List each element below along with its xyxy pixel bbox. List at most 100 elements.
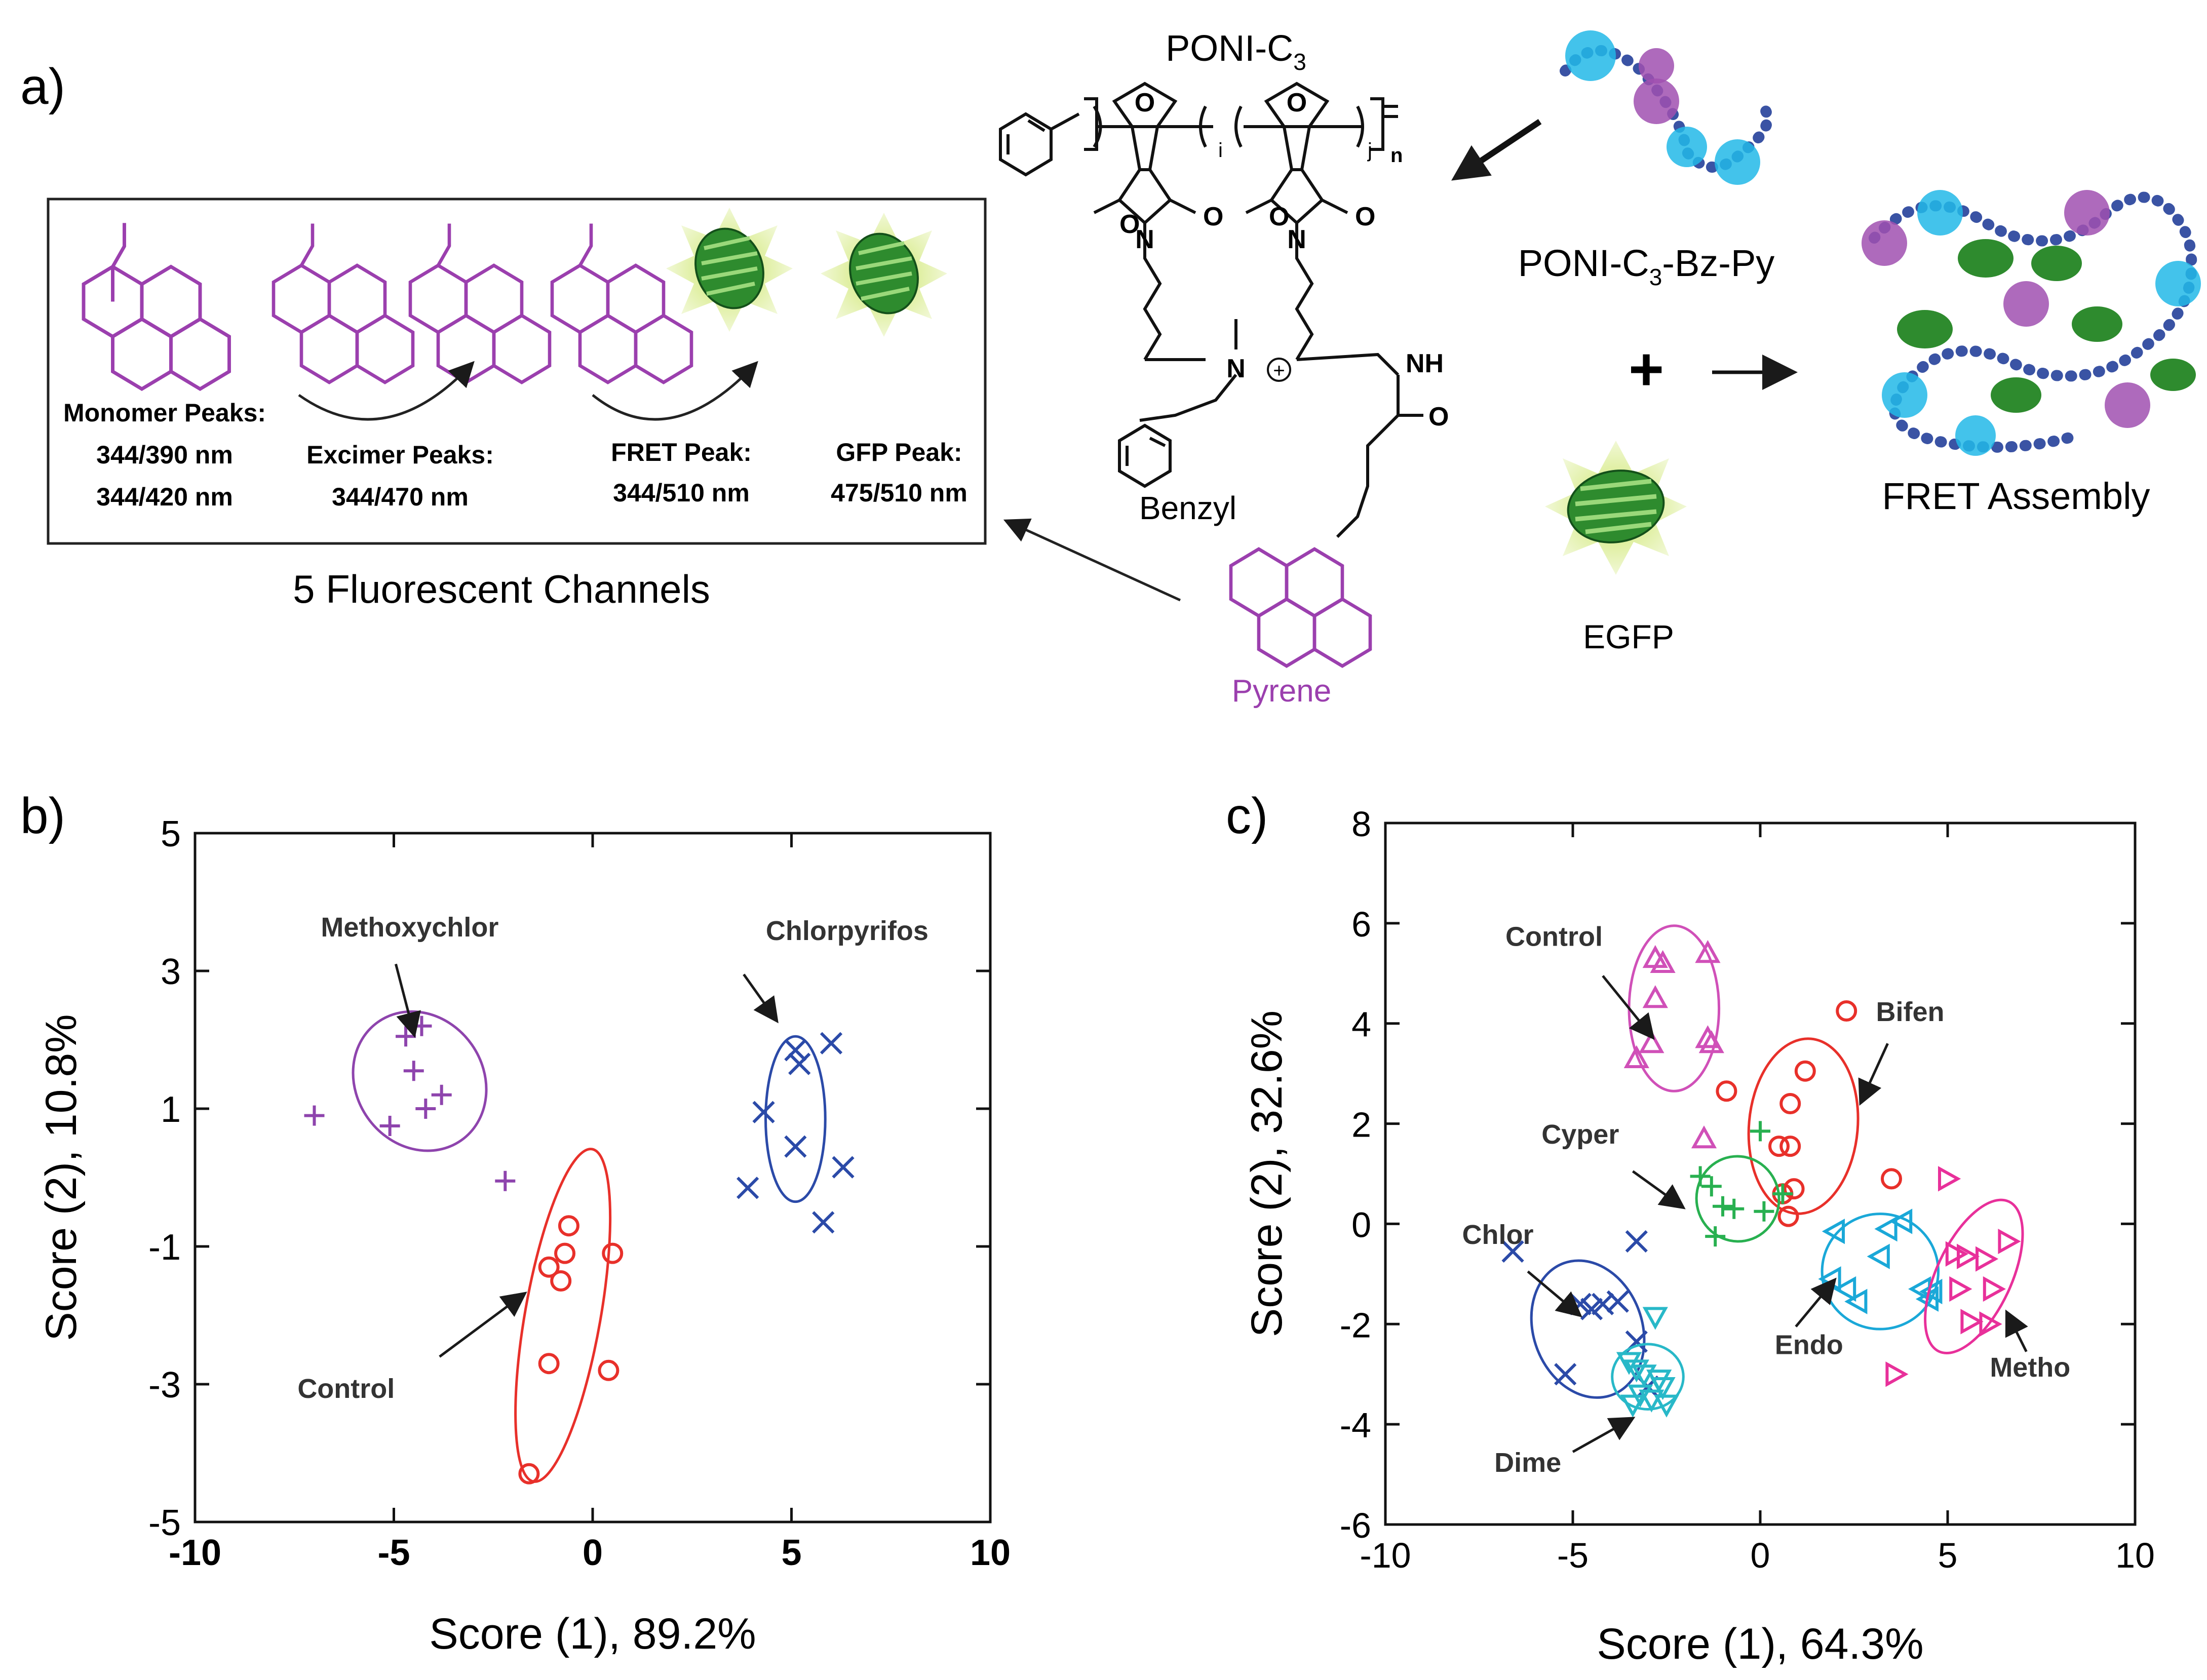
channel-gfp-title: GFP Peak: <box>836 438 962 466</box>
channel-monomer-line2: 344/420 nm <box>96 483 233 511</box>
data-point <box>598 1359 619 1381</box>
series-control: Control <box>297 1148 624 1484</box>
series-dime: Dime <box>1494 1307 1685 1478</box>
data-point <box>1754 1201 1774 1222</box>
amide-o-label: O <box>1428 402 1449 432</box>
data-point <box>788 1052 811 1075</box>
cluster-arrow <box>395 963 421 1038</box>
data-point <box>550 1270 572 1292</box>
subscript-i: i <box>1218 139 1223 162</box>
egfp-icon <box>1545 441 1687 575</box>
cluster-ellipse <box>514 1148 612 1483</box>
fret-assembly-label: FRET Assembly <box>1882 475 2150 517</box>
series-cyper: Cyper <box>1541 1119 1793 1247</box>
cluster-label: Control <box>1505 921 1603 952</box>
y-axis-label: Score (2), 10.8% <box>37 1014 86 1341</box>
polymer-label: PONI-C3-Bz-Py <box>1518 242 1775 290</box>
y-tick-label: 0 <box>1351 1205 1371 1244</box>
data-point <box>1919 1278 1943 1305</box>
data-point <box>1768 1136 1790 1157</box>
data-point <box>538 1353 560 1375</box>
data-point <box>558 1215 579 1237</box>
polymer-label-tail: -Bz-Py <box>1662 242 1774 284</box>
y-axis-label: Score (2), 32.6% <box>1243 1010 1291 1337</box>
data-point <box>1945 1241 1968 1267</box>
series-bifen: Bifen <box>1716 997 1945 1227</box>
data-point <box>737 1177 759 1199</box>
data-point <box>431 1084 452 1105</box>
data-point <box>403 1061 424 1081</box>
data-point <box>1691 1125 1717 1149</box>
data-point <box>1616 1352 1642 1375</box>
data-point <box>1580 1298 1603 1320</box>
data-point <box>1650 950 1676 973</box>
cluster-arrow <box>2005 1309 2028 1352</box>
channels-box <box>47 198 987 545</box>
channel-fret: FRET Peak: 344/510 nm <box>611 438 752 507</box>
pyrene-fret-icon <box>550 223 693 384</box>
data-point <box>784 1039 807 1062</box>
channel-gfp: GFP Peak: 475/510 nm <box>831 438 967 507</box>
data-point <box>1836 1000 1857 1022</box>
x-tick-label: 0 <box>583 1533 603 1573</box>
polymer-structure-icon <box>999 82 1423 538</box>
panel-label-b: b) <box>20 788 65 844</box>
cluster-label: Cyper <box>1541 1119 1619 1150</box>
subscript-j: j <box>1367 139 1372 162</box>
data-point <box>602 1242 624 1264</box>
oxygen-1-label: O <box>1135 88 1155 118</box>
data-point <box>1631 1364 1657 1388</box>
data-point <box>1639 1389 1664 1413</box>
data-point <box>1642 1307 1668 1330</box>
polymer-title-sub: 3 <box>1293 49 1306 75</box>
cluster-label: Control <box>297 1374 395 1404</box>
cluster-ellipse <box>352 1010 488 1152</box>
data-point <box>1983 1276 2006 1302</box>
x-tick-label: -5 <box>1557 1536 1589 1575</box>
y-tick-label: -2 <box>1340 1305 1371 1345</box>
channel-fret-title: FRET Peak: <box>611 438 752 466</box>
x-tick-label: 5 <box>781 1533 801 1573</box>
cluster-label: Metho <box>1990 1352 2070 1383</box>
data-point <box>1701 1176 1722 1197</box>
cluster-arrow <box>743 973 779 1024</box>
cluster-label: Chlor <box>1462 1220 1534 1250</box>
channel-monomer-title: Monomer Peaks: <box>63 399 266 427</box>
data-point <box>1881 1168 1902 1190</box>
pyrene-excimer-right-icon <box>408 223 552 384</box>
data-point <box>1960 1309 1984 1335</box>
egfp-label: EGFP <box>1583 618 1674 655</box>
data-point <box>1998 1228 2021 1255</box>
data-point <box>1889 1208 1913 1234</box>
x-tick-label: -10 <box>169 1533 221 1573</box>
data-point <box>1885 1361 1909 1387</box>
data-point <box>1501 1240 1524 1263</box>
oxygen-6-label: O <box>1355 202 1375 231</box>
cluster-ellipse <box>764 1035 827 1203</box>
cluster-ellipse <box>1924 1198 2024 1355</box>
channel-excimer: Excimer Peaks: 344/470 nm <box>306 441 494 511</box>
data-point <box>379 1116 400 1136</box>
chain-to-structure-arrow-icon <box>1451 119 1542 181</box>
series-chlor: Chlor <box>1462 1220 1659 1399</box>
cluster-label: Bifen <box>1876 997 1945 1027</box>
data-point <box>1794 1060 1816 1082</box>
data-point <box>1949 1276 1972 1302</box>
plot-frame <box>1384 822 2137 1526</box>
fret-assembly-icon <box>1862 190 2201 456</box>
series-metho: Metho <box>1885 1166 2070 1387</box>
data-point <box>304 1105 325 1126</box>
channel-excimer-line1: 344/470 nm <box>332 483 469 511</box>
polymer-label-sub: 3 <box>1649 264 1662 290</box>
data-point <box>554 1242 576 1264</box>
series-methoxychlor: Methoxychlor <box>304 912 516 1191</box>
cluster-arrow <box>1602 975 1655 1040</box>
data-point <box>1777 1205 1799 1227</box>
panel-a: a) <box>20 28 2201 709</box>
data-point <box>752 1101 775 1123</box>
data-point <box>1606 1290 1629 1313</box>
pyrene-excimer-left-icon <box>272 223 415 384</box>
data-point <box>1698 1030 1724 1053</box>
